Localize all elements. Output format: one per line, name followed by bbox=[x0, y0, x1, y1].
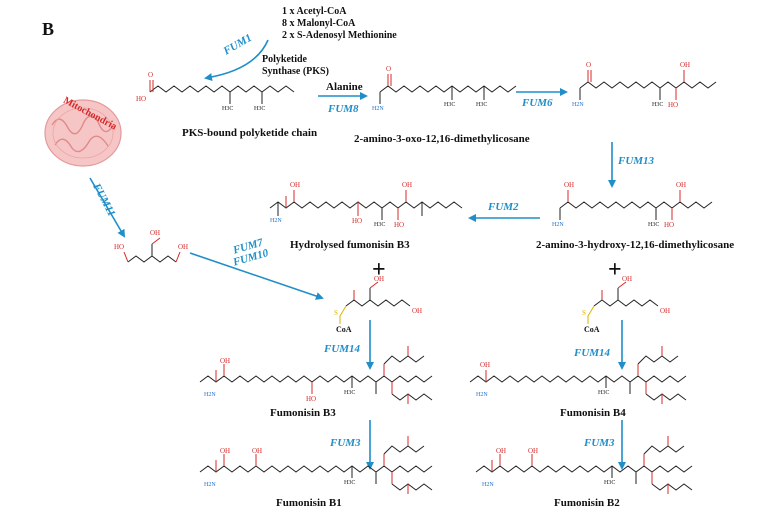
fum11-arrow bbox=[89, 177, 126, 238]
atom-h2n: H2N bbox=[204, 482, 216, 488]
atom-h3c: H3C bbox=[648, 222, 660, 228]
compound-fb3: Fumonisin B3 bbox=[270, 407, 336, 419]
fb4-structure bbox=[469, 346, 687, 404]
atom-h3c: H3C bbox=[604, 480, 616, 486]
atom-h3c: H3C bbox=[344, 390, 356, 396]
atom-oh: OH bbox=[660, 307, 671, 315]
atom-h2n: H2N bbox=[476, 392, 488, 398]
atom-h3c: H3C bbox=[254, 106, 266, 112]
reactant-malonyl-coa: 8 x Malonyl-CoA bbox=[282, 18, 356, 29]
atom-ho: HO bbox=[114, 243, 125, 251]
fb3-structure bbox=[199, 346, 433, 404]
plus-sign-right: + bbox=[608, 257, 622, 283]
atom-o: O bbox=[386, 65, 392, 73]
atom-s: S bbox=[582, 309, 586, 317]
atom-h3c: H3C bbox=[444, 102, 456, 108]
atom-oh: OH bbox=[402, 181, 413, 189]
compound-pks-chain: PKS-bound polyketide chain bbox=[182, 127, 318, 139]
enzyme-fum3-right: FUM3 bbox=[584, 437, 615, 449]
atom-h3c: H3C bbox=[598, 390, 610, 396]
atom-h2n: H2N bbox=[482, 482, 494, 488]
atom-oh: OH bbox=[150, 229, 161, 237]
atom-ho: HO bbox=[352, 217, 363, 225]
fum7-fum10-arrow bbox=[189, 252, 324, 300]
oxo-structure bbox=[379, 74, 517, 104]
compound-fb1: Fumonisin B1 bbox=[276, 497, 342, 509]
coa-label-right: CoA bbox=[584, 325, 600, 334]
fb1-structure bbox=[199, 436, 433, 494]
acyl-coa-left-structure bbox=[339, 281, 411, 324]
hydrolysed-fb3-structure bbox=[269, 190, 463, 220]
atom-h2n: H2N bbox=[270, 218, 282, 224]
tricarballylic-acid-structure bbox=[123, 237, 181, 263]
fum6-product-structure bbox=[579, 70, 717, 100]
atom-oh: OH bbox=[374, 275, 385, 283]
pks-label-line2: Synthase (PKS) bbox=[262, 66, 329, 77]
atom-oh: OH bbox=[680, 61, 691, 69]
atom-h2n: H2N bbox=[552, 222, 564, 228]
atom-oh: OH bbox=[528, 447, 539, 455]
enzyme-fum14-right: FUM14 bbox=[574, 347, 611, 359]
atom-oh: OH bbox=[676, 181, 687, 189]
atom-o: O bbox=[586, 61, 592, 69]
pks-label-line1: Polyketide bbox=[262, 54, 307, 65]
coa-label-left: CoA bbox=[336, 325, 352, 334]
acyl-coa-right-structure bbox=[587, 281, 659, 324]
atom-h3c: H3C bbox=[476, 102, 488, 108]
atom-oh: OH bbox=[412, 307, 423, 315]
enzyme-fum3-left: FUM3 bbox=[330, 437, 361, 449]
enzyme-fum13: FUM13 bbox=[618, 155, 655, 167]
hydroxy-structure bbox=[559, 190, 713, 220]
atom-oh: OH bbox=[622, 275, 633, 283]
compound-hydrolysed-fb3: Hydrolysed fumonisin B3 bbox=[290, 239, 410, 251]
atom-oh: OH bbox=[496, 447, 507, 455]
atom-oh: OH bbox=[220, 447, 231, 455]
enzyme-fum14-left: FUM14 bbox=[324, 343, 361, 355]
reactant-acetyl-coa: 1 x Acetyl-CoA bbox=[282, 6, 347, 17]
enzyme-fum6: FUM6 bbox=[522, 97, 553, 109]
panel-label: B bbox=[42, 19, 55, 39]
atom-s: S bbox=[334, 309, 338, 317]
fb2-structure bbox=[475, 436, 693, 494]
atom-o: O bbox=[148, 71, 154, 79]
atom-h2n: H2N bbox=[372, 106, 384, 112]
atom-h2n: H2N bbox=[572, 102, 584, 108]
atom-ho: HO bbox=[394, 221, 405, 229]
atom-oh: OH bbox=[178, 243, 189, 251]
atom-h2n: H2N bbox=[204, 392, 216, 398]
compound-fb2: Fumonisin B2 bbox=[554, 497, 620, 509]
enzyme-fum8: FUM8 bbox=[328, 103, 359, 115]
atom-oh: OH bbox=[220, 357, 231, 365]
atom-ho: HO bbox=[136, 95, 147, 103]
compound-fb4: Fumonisin B4 bbox=[560, 407, 626, 419]
atom-h3c: H3C bbox=[344, 480, 356, 486]
atom-oh: OH bbox=[290, 181, 301, 189]
atom-ho: HO bbox=[664, 221, 675, 229]
atom-oh: OH bbox=[252, 447, 263, 455]
atom-h3c: H3C bbox=[374, 222, 386, 228]
atom-oh: OH bbox=[480, 361, 491, 369]
plus-sign-left: + bbox=[372, 257, 386, 283]
compound-oxo: 2-amino-3-oxo-12,16-dimethylicosane bbox=[354, 133, 530, 145]
enzyme-fum2: FUM2 bbox=[488, 201, 519, 213]
atom-h3c: H3C bbox=[652, 102, 664, 108]
atom-oh: OH bbox=[564, 181, 575, 189]
alanine-label: Alanine bbox=[326, 81, 363, 93]
atom-h3c: H3C bbox=[222, 106, 234, 112]
fum1-arrow bbox=[204, 39, 269, 81]
pks-chain-structure bbox=[149, 80, 295, 104]
mitochondria-icon bbox=[44, 99, 122, 167]
reactant-sam: 2 x S-Adenosyl Methionine bbox=[282, 30, 397, 41]
atom-ho: HO bbox=[668, 101, 679, 109]
atom-ho: HO bbox=[306, 395, 317, 403]
compound-hydroxy: 2-amino-3-hydroxy-12,16-dimethylicosane bbox=[536, 239, 735, 251]
